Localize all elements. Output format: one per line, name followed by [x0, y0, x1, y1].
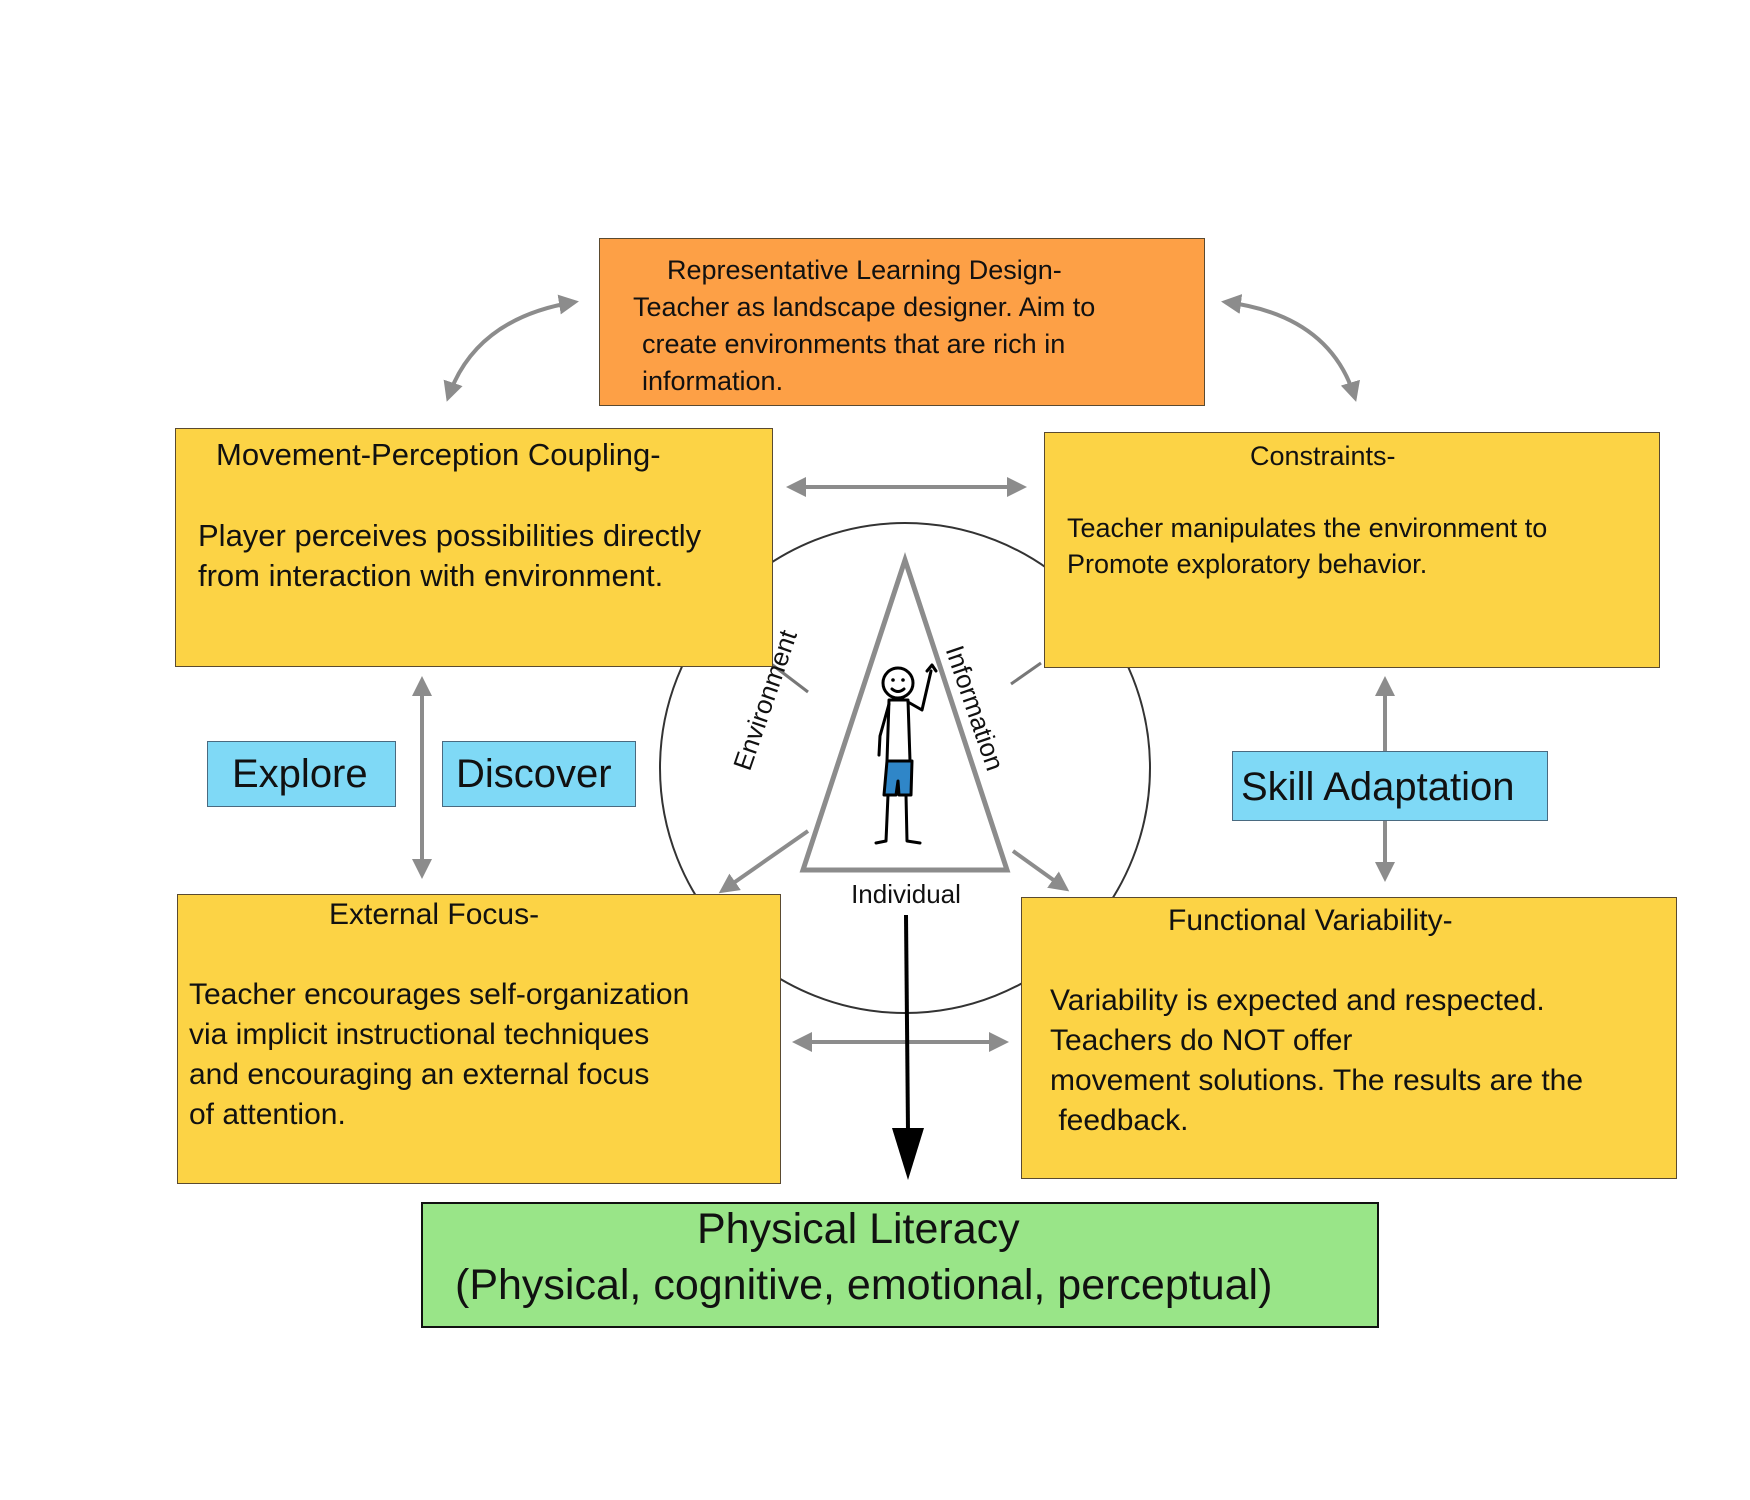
arrow-diagonal-left — [718, 829, 810, 894]
movement-perception-coupling-box: Movement-Perception Coupling- Player per… — [175, 428, 773, 667]
arrow-diagonal-right — [1011, 849, 1070, 892]
triangle-label-individual: Individual — [851, 879, 961, 909]
mpc-line-2: from interaction with environment. — [198, 558, 664, 593]
constraints-line-1: Teacher manipulates the environment to — [1067, 513, 1548, 543]
connector-line-right — [1010, 661, 1042, 686]
mpc-title: Movement-Perception Coupling- — [216, 437, 661, 472]
explore-text: Explore — [232, 752, 368, 796]
external-focus-line-3: and encouraging an external focus — [189, 1058, 650, 1091]
functional-variability-line-1: Variability is expected and respected. — [1050, 984, 1545, 1017]
rld-line-1: Representative Learning Design- — [667, 255, 1062, 285]
functional-variability-line-3: movement solutions. The results are the — [1050, 1064, 1584, 1097]
constraints-box: Constraints- Teacher manipulates the env… — [1044, 432, 1660, 668]
constraints-line-2: Promote exploratory behavior. — [1067, 549, 1428, 579]
physical-literacy-subtitle: (Physical, cognitive, emotional, percept… — [455, 1261, 1273, 1309]
external-focus-line-1: Teacher encourages self-organization — [189, 978, 690, 1011]
external-focus-line-2: via implicit instructional techniques — [189, 1018, 650, 1051]
external-focus-box: External Focus- Teacher encourages self-… — [177, 894, 781, 1184]
external-focus-title: External Focus- — [329, 898, 540, 931]
functional-variability-line-2: Teachers do NOT offer — [1050, 1024, 1353, 1057]
constraints-title: Constraints- — [1250, 441, 1396, 471]
representative-learning-design-box: Representative Learning Design- Teacher … — [599, 238, 1205, 406]
physical-literacy-box: Physical Literacy (Physical, cognitive, … — [421, 1202, 1379, 1328]
explore-label: Explore — [207, 741, 396, 807]
curved-arrow-left — [443, 294, 579, 402]
curved-arrow-right — [1221, 294, 1360, 402]
functional-variability-box: Functional Variability- Variability is e… — [1021, 897, 1677, 1179]
rld-line-3: create environments that are rich in — [642, 329, 1066, 359]
skill-adaptation-text: Skill Adaptation — [1241, 765, 1515, 809]
functional-variability-title: Functional Variability- — [1168, 904, 1453, 937]
rld-line-2: Teacher as landscape designer. Aim to — [633, 292, 1096, 322]
physical-literacy-title: Physical Literacy — [697, 1205, 1020, 1253]
stick-figure — [874, 663, 938, 845]
connector-line-left — [769, 661, 809, 694]
discover-text: Discover — [456, 752, 612, 796]
discover-label: Discover — [442, 741, 636, 807]
mpc-line-1: Player perceives possibilities directly — [198, 518, 702, 553]
external-focus-line-4: of attention. — [189, 1098, 346, 1131]
functional-variability-line-4: feedback. — [1050, 1104, 1189, 1137]
rld-line-4: information. — [642, 366, 784, 396]
arrow-to-physical-literacy-head — [892, 1128, 924, 1180]
arrow-to-physical-literacy — [904, 914, 910, 1133]
skill-adaptation-label: Skill Adaptation — [1232, 751, 1548, 821]
